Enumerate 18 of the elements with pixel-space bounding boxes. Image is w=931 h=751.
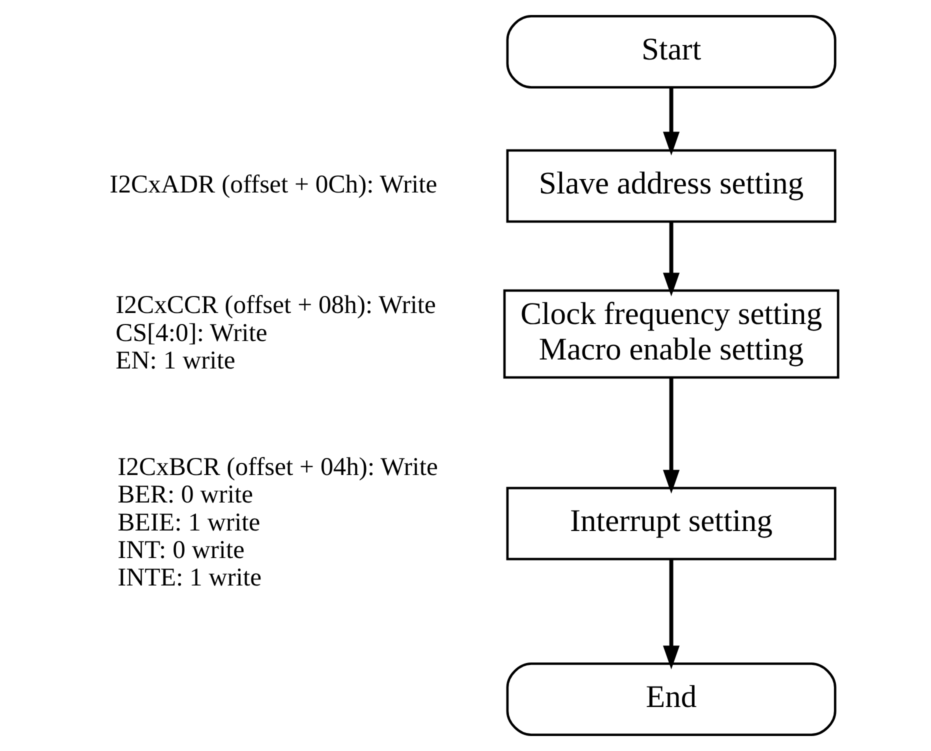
node-label: I2CxCCR (offset + 08h): Write [115, 290, 436, 320]
arrow [662, 88, 680, 156]
node-label: I2CxBCR (offset + 04h): Write [117, 452, 438, 481]
node-label: INTE: 1 write [117, 562, 262, 592]
node-label: EN: 1 write [115, 345, 235, 374]
node-box: Interrupt setting [506, 486, 836, 560]
arrow [662, 559, 680, 670]
node-label: I2CxADR (offset + 0Ch): Write [109, 170, 437, 199]
node-box: Slave address setting [506, 149, 836, 223]
node-box: Clock frequency setting Macro enable setting [502, 289, 839, 379]
node-label: BER: 0 write [117, 480, 252, 509]
node-label: CS[4:0]: Write [115, 318, 267, 347]
node-box: Start [506, 15, 836, 88]
node-label: BEIE: 1 write [117, 507, 260, 536]
arrow [662, 222, 680, 296]
node-label: INT: 0 write [117, 534, 244, 564]
node-box: End [506, 662, 836, 736]
arrow [662, 378, 680, 494]
